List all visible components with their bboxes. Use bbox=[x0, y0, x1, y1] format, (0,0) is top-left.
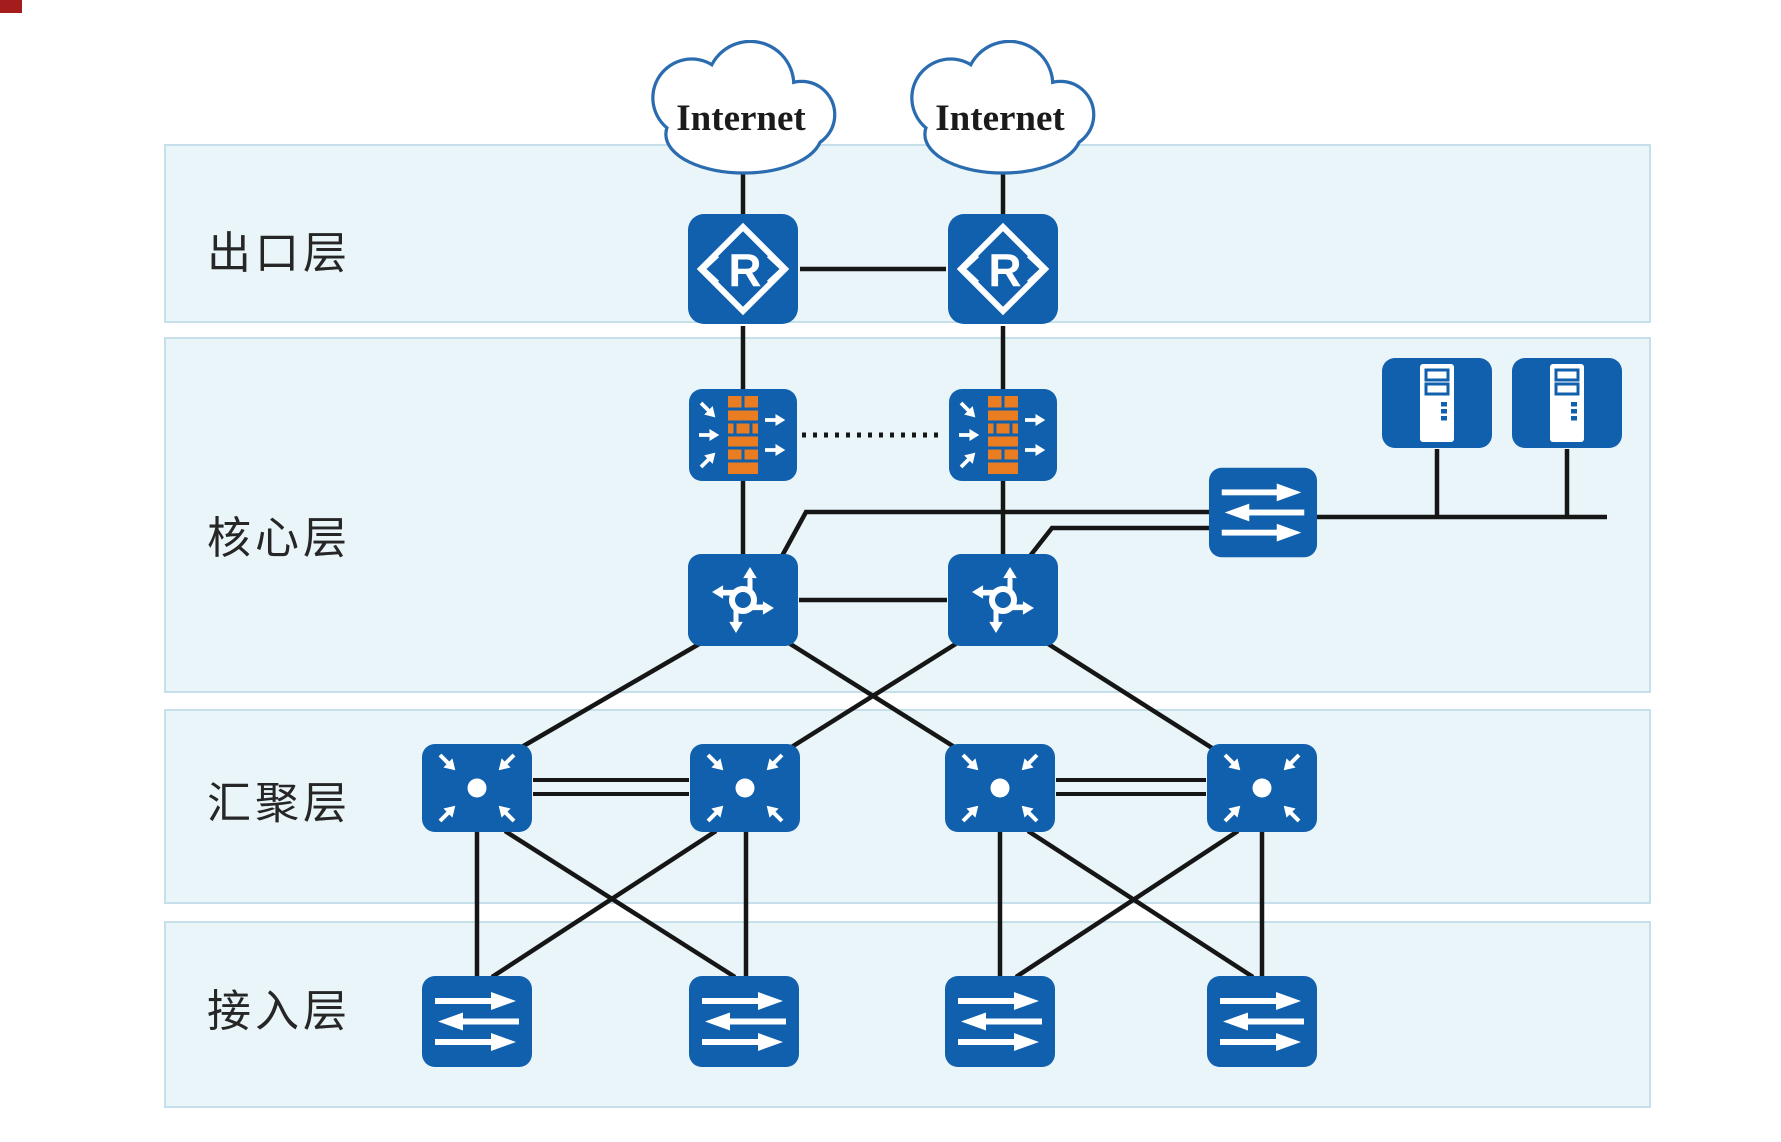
lan-switch-icon bbox=[1208, 467, 1318, 558]
server-icon-2 bbox=[1511, 357, 1623, 449]
aggregation-switch-icon-4 bbox=[1207, 744, 1317, 832]
cloud-label-2: Internet bbox=[935, 98, 1065, 139]
link-core1-lanswitch bbox=[780, 509, 1210, 558]
core-switch-icon-2 bbox=[948, 554, 1058, 646]
link-core2-agg2 bbox=[788, 638, 964, 750]
router-icon-2 bbox=[948, 214, 1058, 324]
internet-cloud-1: Internet bbox=[654, 43, 833, 171]
network-links bbox=[474, 150, 1607, 979]
access-switch-icon-2 bbox=[689, 976, 799, 1067]
layer-bands: 出口层 核心层 汇聚层 接入层 bbox=[164, 144, 1651, 1108]
router-icon-1 bbox=[688, 214, 798, 324]
cloud-label-1: Internet bbox=[676, 98, 806, 139]
layer-label-egress: 出口层 bbox=[207, 229, 351, 278]
firewall-icon-2 bbox=[949, 389, 1057, 481]
corner-artifact bbox=[0, 0, 22, 13]
link-agg1-acc2 bbox=[503, 829, 737, 979]
link-core2-agg4 bbox=[1040, 638, 1214, 750]
link-core2-lanswitch bbox=[1028, 525, 1210, 558]
layer-label-access: 接入层 bbox=[207, 987, 351, 1036]
server-icon-1 bbox=[1381, 357, 1493, 449]
link-agg4-acc3 bbox=[1014, 829, 1240, 979]
link-core1-agg1 bbox=[518, 638, 708, 750]
internet-cloud-2: Internet bbox=[913, 43, 1092, 171]
link-agg2-acc1 bbox=[490, 829, 718, 979]
link-agg3-acc4 bbox=[1026, 829, 1255, 979]
band-access: 接入层 bbox=[164, 921, 1651, 1108]
band-aggregation: 汇聚层 bbox=[164, 709, 1651, 904]
layer-label-aggregation: 汇聚层 bbox=[207, 779, 351, 828]
band-egress: 出口层 bbox=[164, 144, 1651, 323]
aggregation-switch-icon-2 bbox=[690, 744, 800, 832]
link-core1-agg3 bbox=[782, 638, 958, 750]
access-switch-icon-3 bbox=[945, 976, 1055, 1067]
access-switch-icon-4 bbox=[1207, 976, 1317, 1067]
aggregation-switch-icon-3 bbox=[945, 744, 1055, 832]
layer-label-core: 核心层 bbox=[207, 514, 351, 563]
firewall-icon-1 bbox=[689, 389, 797, 481]
aggregation-switch-icon-1 bbox=[422, 744, 532, 832]
core-switch-icon-1 bbox=[688, 554, 798, 646]
access-switch-icon-1 bbox=[422, 976, 532, 1067]
